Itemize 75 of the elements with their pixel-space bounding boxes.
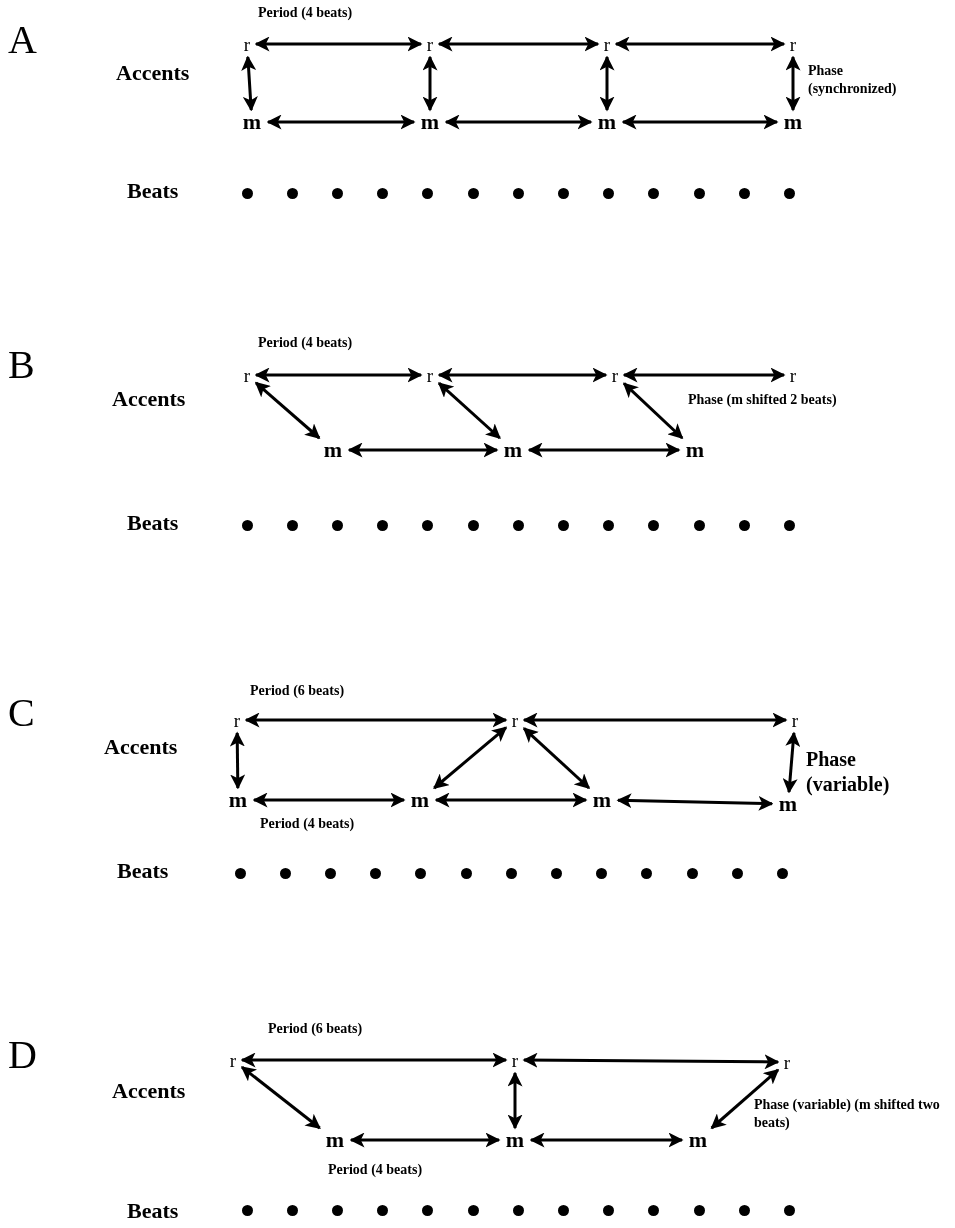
row-label: Accents: [104, 736, 178, 758]
accent-m-label: m: [420, 111, 440, 133]
accent-m-label: m: [685, 439, 705, 461]
row-label: Beats: [117, 860, 169, 882]
accent-r-label: r: [426, 365, 434, 385]
double-arrow: [349, 1132, 501, 1148]
panel-letter: D: [8, 1035, 37, 1075]
accent-r-label: r: [789, 34, 797, 54]
row-label: Accents: [116, 62, 190, 84]
accent-r-label: r: [426, 34, 434, 54]
accent-m-label: m: [505, 1129, 525, 1151]
accent-r-label: r: [511, 1050, 519, 1070]
double-arrow: [254, 36, 423, 52]
double-arrow: [252, 792, 406, 808]
panel-letter: A: [8, 20, 37, 60]
accent-r-label: r: [243, 365, 251, 385]
accent-m-label: m: [242, 111, 262, 133]
row-label: Beats: [127, 180, 179, 202]
row-label: Beats: [127, 1200, 179, 1222]
double-arrow: [437, 382, 501, 440]
double-arrow: [347, 442, 499, 458]
double-arrow: [244, 712, 508, 728]
edge-label: Phase (m shifted 2 beats): [688, 391, 838, 409]
accent-m-label: m: [503, 439, 523, 461]
double-arrow: [240, 1065, 321, 1130]
double-arrow: [782, 731, 801, 794]
accent-m-label: m: [325, 1129, 345, 1151]
accent-r-label: r: [611, 365, 619, 385]
row-label: Beats: [127, 512, 179, 534]
row-label: Accents: [112, 388, 186, 410]
accent-m-label: m: [597, 111, 617, 133]
accent-r-label: r: [229, 1050, 237, 1070]
double-arrow: [229, 731, 246, 790]
double-arrow: [710, 1068, 780, 1130]
double-arrow: [434, 792, 588, 808]
double-arrow: [522, 1052, 780, 1070]
accent-m-label: m: [323, 439, 343, 461]
double-arrow: [422, 55, 438, 112]
accent-m-label: m: [778, 793, 798, 815]
double-arrow: [444, 114, 593, 130]
double-arrow: [614, 36, 786, 52]
double-arrow: [529, 1132, 684, 1148]
accent-r-label: r: [243, 34, 251, 54]
accent-m-label: m: [688, 1129, 708, 1151]
double-arrow: [622, 367, 786, 383]
accent-m-label: m: [592, 789, 612, 811]
double-arrow: [266, 114, 416, 130]
accent-r-label: r: [511, 710, 519, 730]
double-arrow: [527, 442, 681, 458]
double-arrow: [241, 55, 258, 112]
double-arrow: [507, 1071, 523, 1130]
accent-r-label: r: [233, 710, 241, 730]
accent-r-label: r: [789, 365, 797, 385]
double-arrow: [785, 55, 801, 112]
accent-r-label: r: [791, 710, 799, 730]
double-arrow: [254, 381, 321, 440]
panel-letter: C: [8, 693, 35, 733]
double-arrow: [522, 727, 591, 790]
double-arrow: [621, 114, 779, 130]
double-arrow: [240, 1052, 508, 1068]
double-arrow: [522, 712, 788, 728]
double-arrow: [616, 793, 774, 811]
panel-letter: B: [8, 345, 35, 385]
accent-m-label: m: [410, 789, 430, 811]
row-label: Accents: [112, 1080, 186, 1102]
double-arrow: [437, 367, 608, 383]
accent-r-label: r: [603, 34, 611, 54]
accent-m-label: m: [228, 789, 248, 811]
double-arrow: [599, 55, 615, 112]
accent-r-label: r: [783, 1052, 791, 1072]
double-arrow: [622, 382, 684, 440]
accent-m-label: m: [783, 111, 803, 133]
double-arrow: [433, 726, 508, 790]
double-arrow: [254, 367, 423, 383]
double-arrow: [437, 36, 600, 52]
